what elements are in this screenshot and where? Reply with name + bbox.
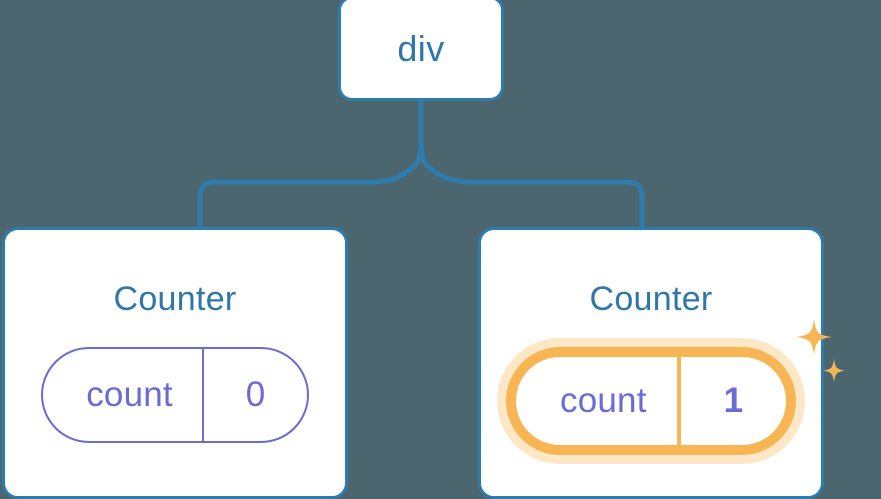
node-div-label: div — [397, 27, 445, 69]
state-pill-right[interactable]: count 1 — [506, 347, 796, 455]
state-pill-right-key: count — [560, 381, 647, 420]
state-pill-right-value-cell: 1 — [681, 357, 786, 445]
node-counter-right-title: Counter — [589, 280, 713, 318]
state-pill-wrap-left: count 0 — [41, 347, 309, 443]
node-counter-left-title: Counter — [113, 280, 237, 318]
node-counter-right[interactable]: Counter count 1 — [478, 227, 845, 499]
state-pill-right-value: 1 — [723, 381, 744, 420]
node-counter-left[interactable]: Counter count 0 — [2, 227, 348, 499]
connector-right — [418, 128, 645, 230]
state-pill-wrap-right: count 1 — [506, 319, 845, 455]
state-pill-left-key-cell: count — [43, 349, 205, 441]
state-pill-left-value-cell: 0 — [204, 349, 307, 441]
connector-left — [197, 97, 424, 230]
state-pill-left-value: 0 — [245, 375, 266, 414]
state-pill-right-key-cell: count — [516, 357, 681, 445]
state-pill-left[interactable]: count 0 — [41, 347, 309, 443]
node-div[interactable]: div — [338, 0, 504, 101]
state-pill-left-key: count — [86, 375, 173, 414]
